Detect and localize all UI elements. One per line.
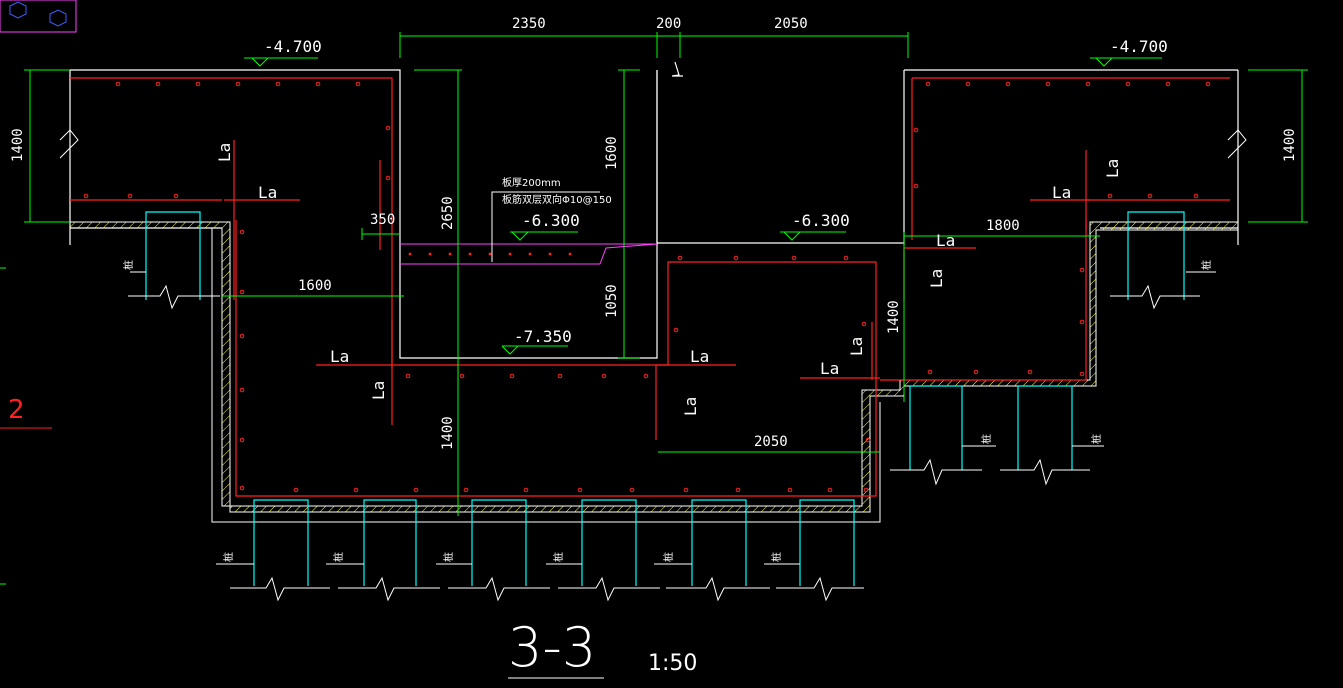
sheet-mark-text: 2	[8, 395, 25, 425]
la-label-3: La	[330, 347, 349, 366]
la-label-10: La	[1103, 159, 1122, 178]
pile-label-4: 桩	[1090, 434, 1103, 444]
section-title: 3-3	[508, 616, 596, 679]
dim-200: 200	[656, 16, 681, 32]
slab-note-leader	[491, 191, 600, 262]
la-label-12: La	[927, 269, 946, 288]
dim-2050-bottom: 2050	[754, 434, 788, 450]
note-slab-thickness: 板厚200mm	[502, 176, 561, 189]
la-label-7: La	[820, 359, 839, 378]
dim-1400-right-vert: 1400	[886, 300, 902, 334]
la-label-1: La	[258, 183, 277, 202]
elev-slab-left: -6.300	[522, 211, 580, 230]
rebar-dots	[83, 81, 1211, 493]
dim-1800: 1800	[986, 218, 1020, 234]
pile-label-6: 桩	[332, 552, 345, 562]
dim-2650: 2650	[440, 196, 456, 230]
la-label-2: La	[215, 143, 234, 162]
piles	[145, 211, 1185, 586]
la-label-9: La	[1052, 183, 1071, 202]
pile-break-lines	[59, 129, 1247, 602]
elev-slab-right: -6.300	[792, 211, 850, 230]
dim-1400-right: 1400	[1282, 128, 1298, 162]
pile-label-3: 桩	[980, 434, 993, 444]
dim-1050: 1050	[604, 284, 620, 318]
dimension-lines	[24, 32, 1308, 516]
corner-fragment	[0, 0, 77, 33]
concrete-outline	[69, 61, 1239, 359]
pile-label-9: 桩	[662, 552, 675, 562]
rebar-lines	[70, 77, 1230, 497]
pile-label-2: 桩	[1200, 260, 1213, 270]
la-label-5: La	[690, 347, 709, 366]
slab-dots	[408, 252, 572, 256]
la-label-4: La	[369, 381, 388, 400]
elev-pit-bottom: -7.350	[514, 327, 572, 346]
pile-label-1: 桩	[122, 260, 135, 270]
la-label-11: La	[936, 231, 955, 250]
pile-label-7: 桩	[442, 552, 455, 562]
pile-label-8: 桩	[552, 552, 565, 562]
section-scale: 1:50	[648, 651, 697, 676]
elevation-markers	[244, 57, 1162, 355]
dim-1600-horiz: 1600	[298, 278, 332, 294]
elev-top-left: -4.700	[264, 37, 322, 56]
dim-2350: 2350	[512, 16, 546, 32]
pile-label-5: 桩	[222, 552, 235, 562]
hatched-soil-band	[69, 221, 1239, 523]
note-slab-rebar: 板筋双层双向Φ10@150	[502, 193, 612, 206]
pile-label-10: 桩	[770, 552, 783, 562]
dim-2050-top: 2050	[774, 16, 808, 32]
dim-1400-mid: 1400	[440, 416, 456, 450]
la-label-6: La	[681, 397, 700, 416]
dim-1400-left: 1400	[10, 128, 26, 162]
dim-350: 350	[370, 212, 395, 228]
suspended-slab	[400, 243, 658, 265]
dim-1600-vert: 1600	[604, 136, 620, 170]
elev-top-right: -4.700	[1110, 37, 1168, 56]
la-label-8: La	[847, 337, 866, 356]
sheet-mark: 2	[0, 395, 52, 429]
